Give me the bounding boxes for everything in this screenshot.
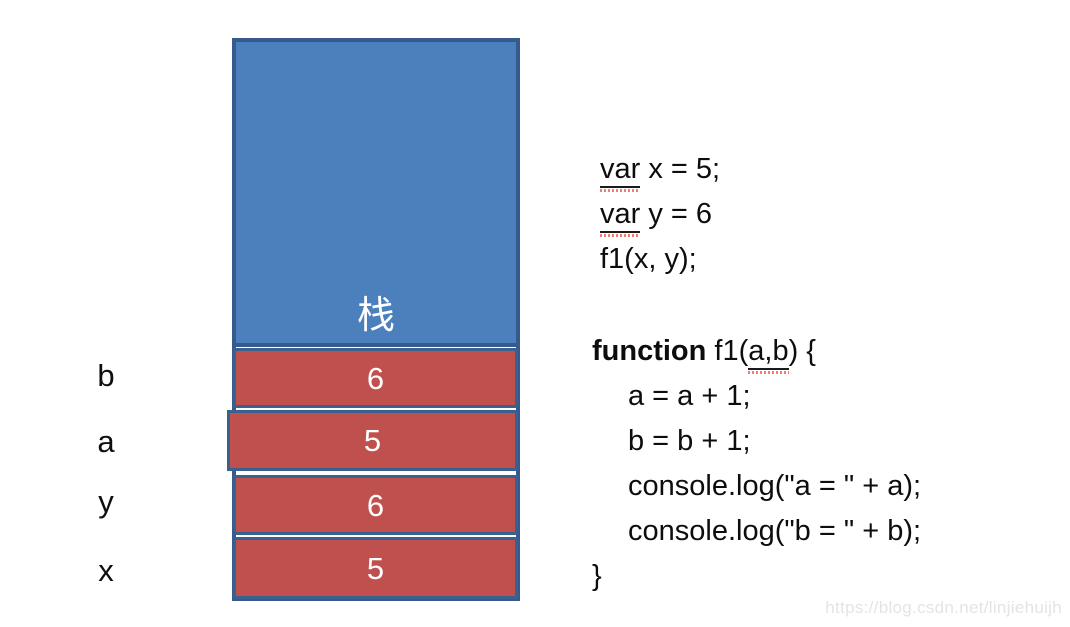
code-text: console.log("b = " + b); [628,515,922,547]
stack-row-y: 6 [233,475,518,535]
code-text: b = b + 1; [628,425,751,457]
var-label-b: b [97,358,115,393]
code-text: ) { [788,335,816,367]
stack-title: 栈 [356,295,395,337]
code-text: y = 6 [640,198,713,230]
code-line: a = a + 1; [592,374,921,419]
code-block-function: function f1(a,b) { a = a + 1; b = b + 1; co… [592,329,921,599]
code-text: } [592,560,602,592]
stack-value-b: 6 [366,360,385,396]
code-text: function [592,335,707,367]
var-label-x: x [98,553,114,588]
watermark-url: https://blog.csdn.net/linjiehuijh [825,598,1062,617]
code-line: console.log("a = " + a); [592,464,921,509]
stack-row-b: 6 [233,348,518,408]
stack-value-a: 5 [363,423,382,458]
stack-box: 栈 [232,38,520,347]
code-line: f1(x, y); [600,237,720,282]
code-line: b = b + 1; [592,419,921,464]
code-text: x = 5; [640,153,721,185]
stack-row-a: 5 [227,410,518,471]
code-line: console.log("b = " + b); [592,509,921,554]
spellcheck-underlined-text: var [600,153,641,188]
stack-row-x: 5 [233,537,518,599]
code-text: console.log("a = " + a); [628,470,922,502]
var-label-y: y [98,484,114,519]
code-line: } [592,554,921,599]
spellcheck-underlined-text: var [600,198,641,233]
code-text: f1(x, y); [600,243,697,275]
code-line: var x = 5; [600,147,720,192]
stack-value-x: 5 [366,550,385,586]
code-text: f1( [706,335,749,367]
code-line: var y = 6 [600,192,720,237]
stack-value-y: 6 [366,487,385,523]
code-text: a = a + 1; [628,380,751,412]
code-line: function f1(a,b) { [592,329,921,374]
var-label-a: a [97,424,115,459]
spellcheck-underlined-text: a,b [748,335,789,370]
